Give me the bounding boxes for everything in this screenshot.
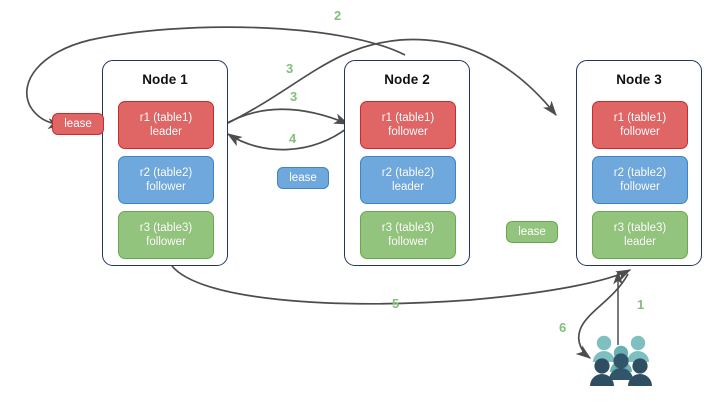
replica-name: r1 (table1)	[381, 112, 435, 124]
step-label-4: 4	[289, 131, 297, 146]
replica-node2-r3[interactable]: r3 (table3) follower	[360, 211, 456, 259]
lease-chip-green[interactable]: lease	[506, 221, 558, 243]
replica-node1-r2[interactable]: r2 (table2) follower	[118, 156, 214, 204]
step-label-2: 2	[334, 8, 342, 23]
step-label-5: 5	[392, 296, 400, 311]
replica-name: r3 (table3)	[381, 222, 435, 234]
replica-name: r2 (table2)	[381, 167, 435, 179]
replica-node1-r1[interactable]: r1 (table1) leader	[118, 101, 214, 149]
replica-node3-r2[interactable]: r2 (table2) follower	[592, 156, 688, 204]
node-title: Node 3	[616, 72, 662, 87]
step-label-1: 1	[637, 297, 645, 312]
step-label-3a: 3	[286, 61, 294, 76]
replica-role: follower	[620, 181, 660, 193]
replica-node3-r3[interactable]: r3 (table3) leader	[592, 211, 688, 259]
step-label-3b: 3	[290, 89, 298, 104]
arrow-step-2	[25, 26, 406, 130]
replica-node2-r1[interactable]: r1 (table1) follower	[360, 101, 456, 149]
replica-role: leader	[624, 236, 656, 248]
replica-role: follower	[146, 181, 186, 193]
replica-name: r1 (table1)	[613, 112, 667, 124]
replica-role: follower	[146, 236, 186, 248]
replica-name: r2 (table2)	[613, 167, 667, 179]
replica-node2-r2[interactable]: r2 (table2) leader	[360, 156, 456, 204]
arrow-step-3-node3	[221, 38, 557, 127]
replica-name: r3 (table3)	[139, 222, 193, 234]
arrow-step-3-node2	[221, 108, 350, 127]
replica-name: r2 (table2)	[139, 167, 193, 179]
node-card-node3[interactable]: Node 3 r1 (table1) follower r2 (table2) …	[576, 60, 702, 266]
arrow-step-5	[171, 265, 632, 305]
lease-chip-red[interactable]: lease	[52, 113, 104, 135]
replica-role: follower	[388, 126, 428, 138]
arrow-step-4	[226, 125, 351, 151]
replica-role: follower	[388, 236, 428, 248]
replica-name: r1 (table1)	[139, 112, 193, 124]
replica-role: leader	[392, 181, 424, 193]
lease-chip-blue[interactable]: lease	[277, 167, 329, 189]
node-title: Node 2	[384, 72, 430, 87]
replica-node1-r3[interactable]: r3 (table3) follower	[118, 211, 214, 259]
arrow-step-6	[575, 273, 629, 359]
step-label-6: 6	[559, 320, 567, 335]
node-card-node1[interactable]: Node 1 r1 (table1) leader r2 (table2) fo…	[102, 60, 228, 266]
node-card-node2[interactable]: Node 2 r1 (table1) follower r2 (table2) …	[344, 60, 470, 266]
replica-role: follower	[620, 126, 660, 138]
replica-name: r3 (table3)	[613, 222, 667, 234]
replica-role: leader	[150, 126, 182, 138]
replica-node3-r1[interactable]: r1 (table1) follower	[592, 101, 688, 149]
node-title: Node 1	[142, 72, 188, 87]
